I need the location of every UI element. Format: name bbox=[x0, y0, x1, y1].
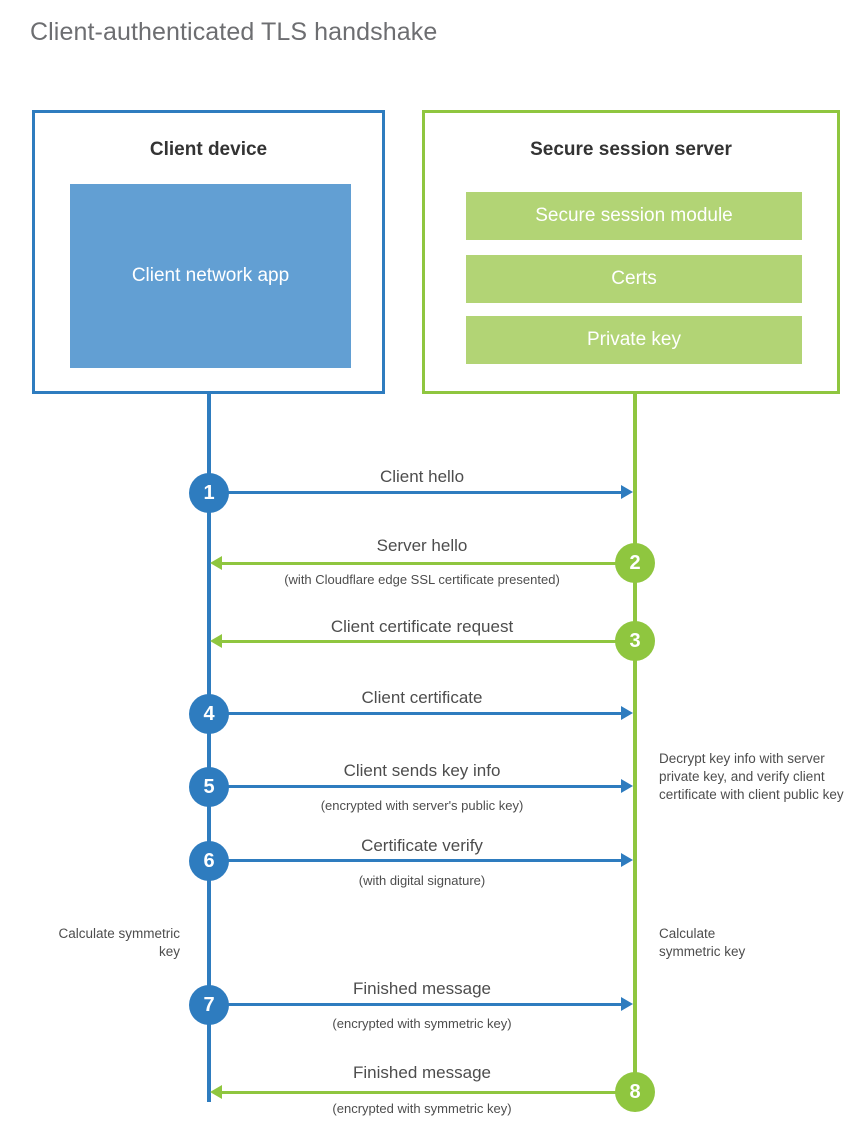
step-2-arrow-line bbox=[222, 562, 635, 565]
step-4-arrow-line bbox=[209, 712, 621, 715]
step-2-sub: (with Cloudflare edge SSL certificate pr… bbox=[284, 572, 560, 587]
step-badge-3: 3 bbox=[615, 621, 655, 661]
step-6-arrow-head-right-icon bbox=[621, 853, 633, 867]
step-5-label: Client sends key info bbox=[343, 761, 501, 780]
client-device-box: Client device Client network app bbox=[32, 110, 385, 394]
step-badge-2: 2 bbox=[615, 543, 655, 583]
client-device-title: Client device bbox=[149, 139, 268, 160]
step-7-arrow-line bbox=[209, 1003, 621, 1006]
step-3-arrow-head-left-icon bbox=[210, 634, 222, 648]
step-8-sub: (encrypted with symmetric key) bbox=[332, 1101, 512, 1116]
server-calculate-symmetric-key-annotation: Calculate symmetric key bbox=[659, 926, 746, 959]
step-6-label: Certificate verify bbox=[361, 836, 483, 855]
server-item-secure-session-module: Secure session module bbox=[466, 192, 802, 240]
step-5-arrow-head-right-icon bbox=[621, 779, 633, 793]
step-8-arrow-head-left-icon bbox=[210, 1085, 222, 1099]
step-7-label: Finished message bbox=[353, 979, 491, 998]
secure-session-server-box: Secure session server Secure session mod… bbox=[422, 110, 840, 394]
step-4-arrow-head-right-icon bbox=[621, 706, 633, 720]
step-3-arrow-line bbox=[222, 640, 635, 643]
client-calculate-symmetric-key-annotation: Calculate symmetric key bbox=[58, 926, 180, 959]
step-8-label: Finished message bbox=[353, 1063, 491, 1082]
secure-session-server-title: Secure session server bbox=[530, 139, 732, 160]
step-1-label: Client hello bbox=[379, 467, 465, 486]
step-8-arrow-line bbox=[222, 1091, 635, 1094]
step-5-arrow-line bbox=[209, 785, 621, 788]
step-badge-8: 8 bbox=[615, 1072, 655, 1112]
step-5-sub: (encrypted with server's public key) bbox=[320, 798, 524, 813]
step-7-arrow-head-right-icon bbox=[621, 997, 633, 1011]
step-badge-5: 5 bbox=[189, 767, 229, 807]
server-decrypt-annotation: Decrypt key info with server private key… bbox=[659, 751, 844, 802]
client-network-app-block: Client network app bbox=[70, 184, 351, 368]
step-7-sub: (encrypted with symmetric key) bbox=[332, 1016, 512, 1031]
step-2-label: Server hello bbox=[376, 536, 468, 555]
step-1-arrow-head-right-icon bbox=[621, 485, 633, 499]
step-3-label: Client certificate request bbox=[330, 617, 514, 636]
page-title: Client-authenticated TLS handshake bbox=[30, 18, 438, 46]
server-item-certs: Certs bbox=[466, 255, 802, 303]
step-badge-7: 7 bbox=[189, 985, 229, 1025]
step-6-sub: (with digital signature) bbox=[358, 873, 486, 888]
step-badge-6: 6 bbox=[189, 841, 229, 881]
step-4-label: Client certificate bbox=[361, 688, 483, 707]
step-6-arrow-line bbox=[209, 859, 621, 862]
step-badge-1: 1 bbox=[189, 473, 229, 513]
client-lifeline bbox=[207, 391, 211, 1102]
step-1-arrow-line bbox=[209, 491, 621, 494]
step-2-arrow-head-left-icon bbox=[210, 556, 222, 570]
server-item-private-key: Private key bbox=[466, 316, 802, 364]
server-lifeline bbox=[633, 391, 637, 1095]
step-badge-4: 4 bbox=[189, 694, 229, 734]
